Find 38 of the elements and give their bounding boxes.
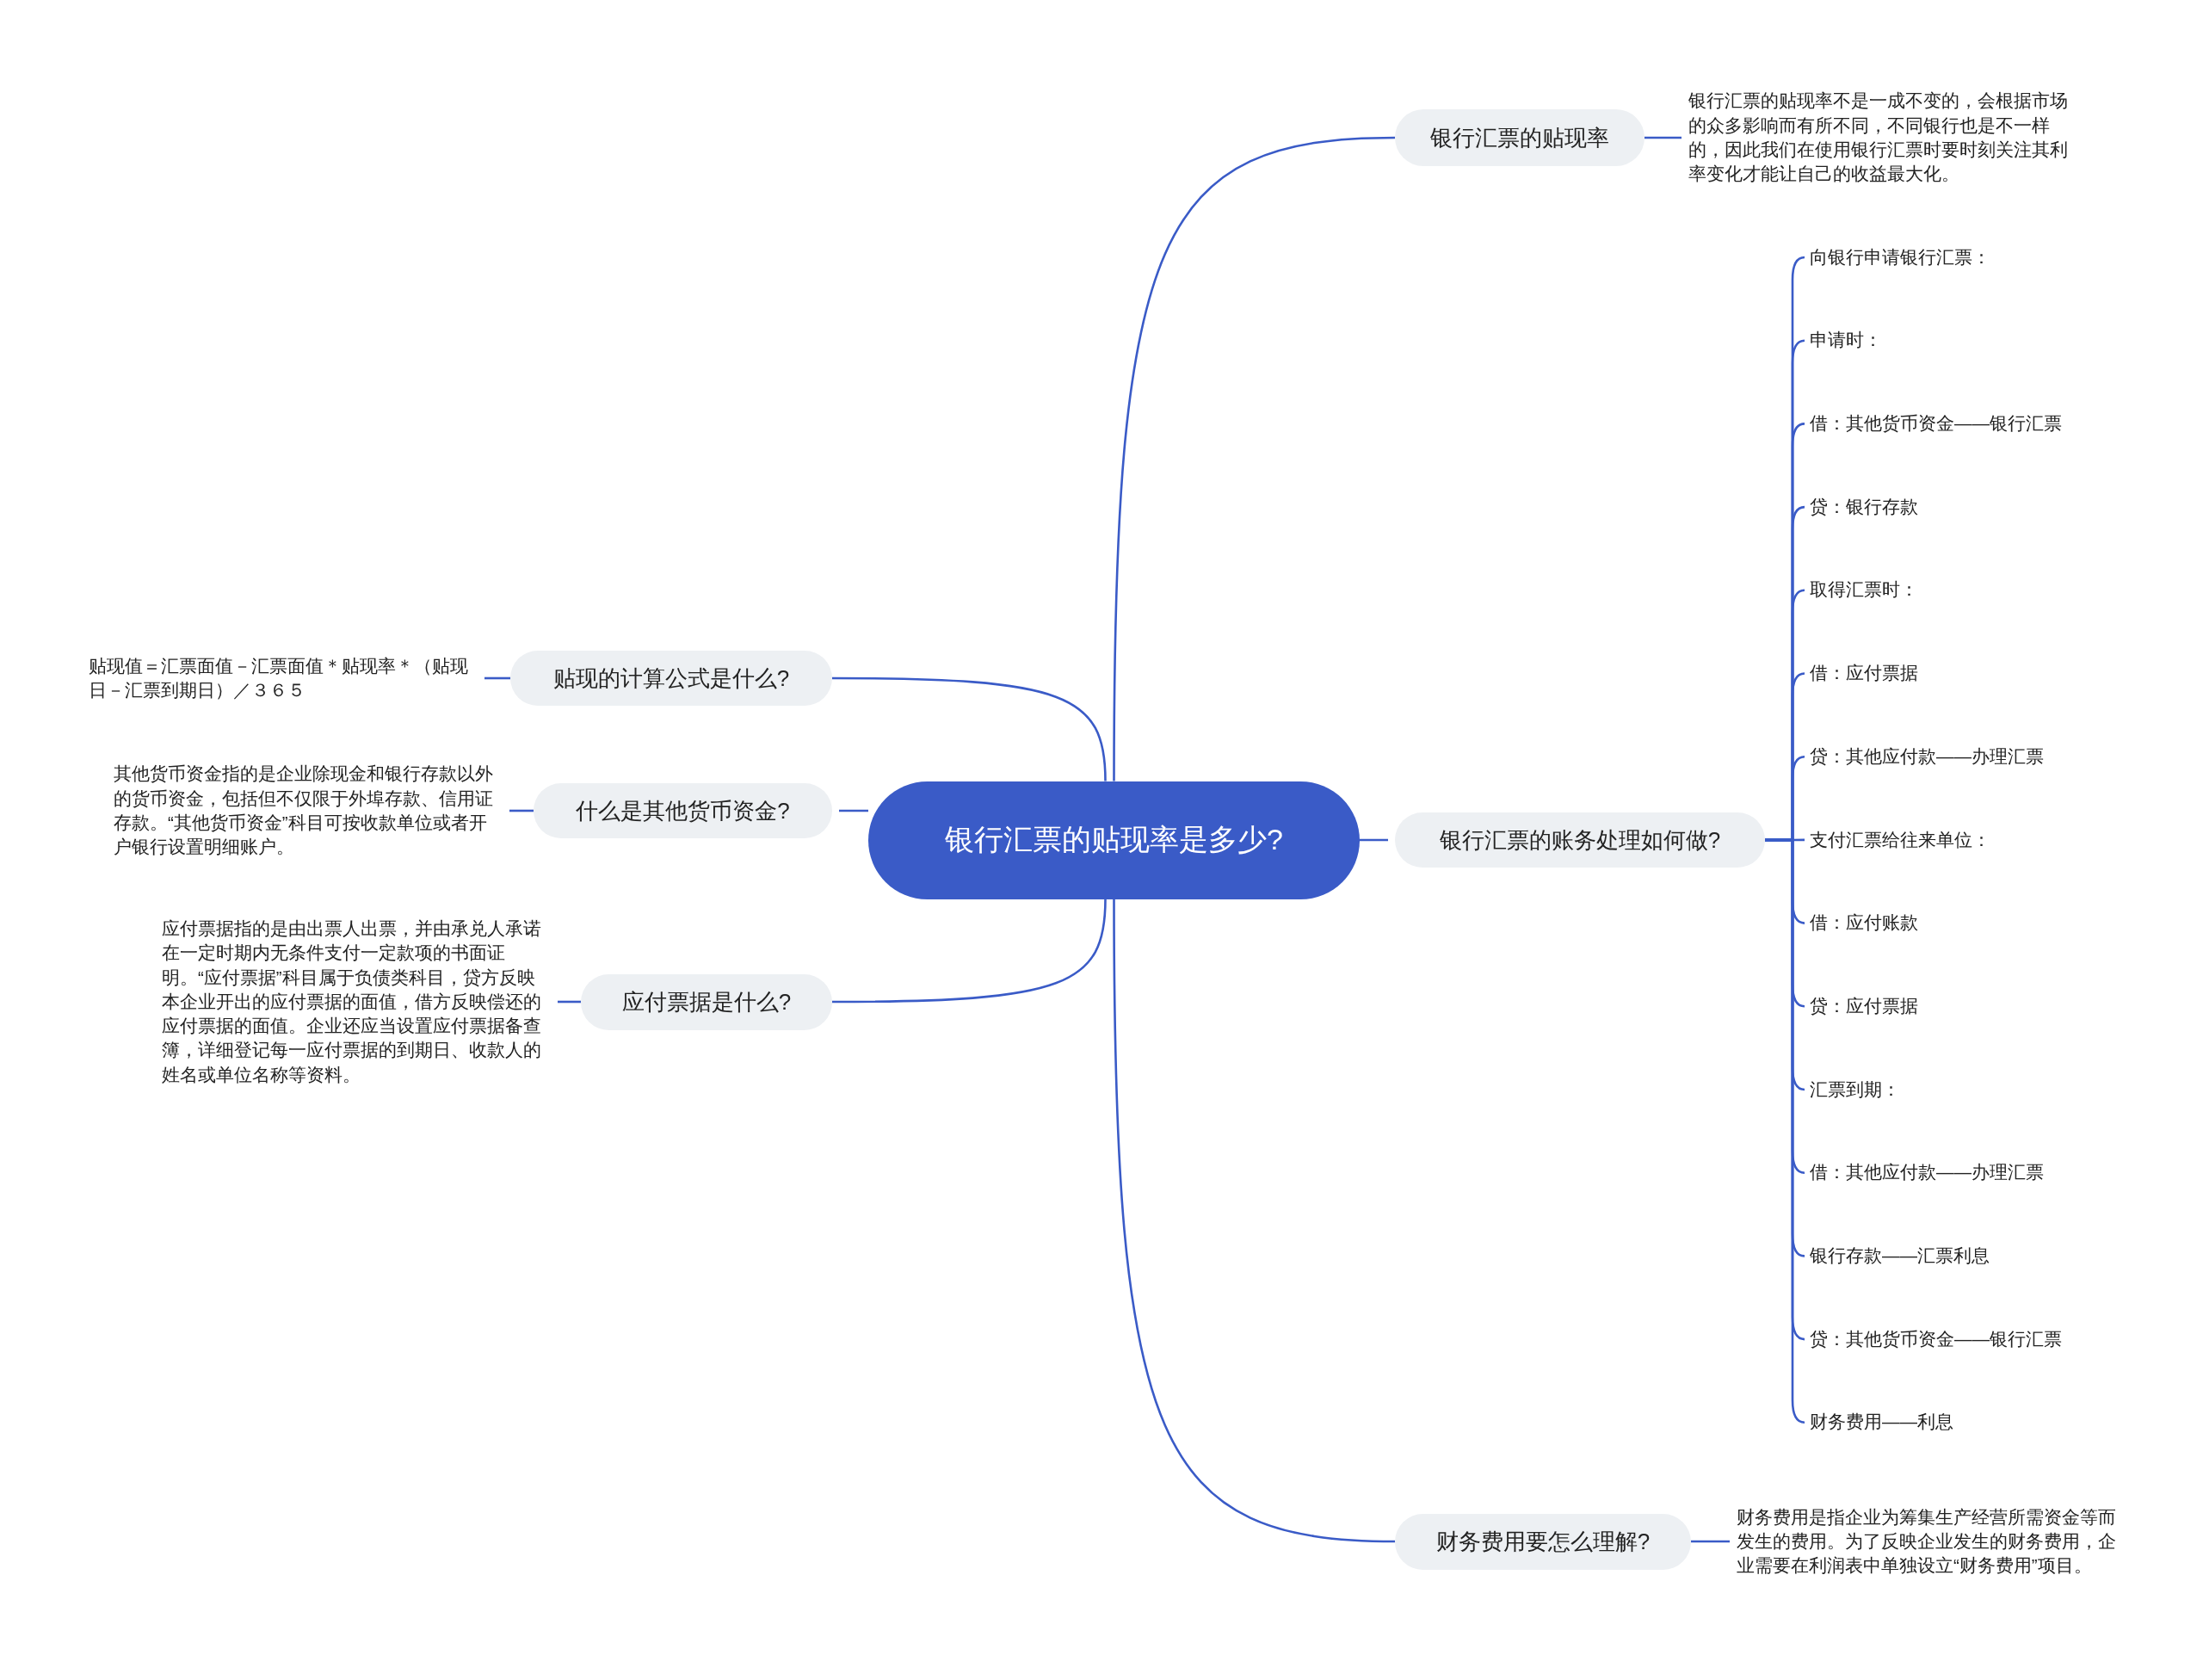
entry-text: 取得汇票时： xyxy=(1810,578,1918,602)
entry-text: 财务费用——利息 xyxy=(1810,1411,1953,1435)
connector-line xyxy=(509,809,534,812)
connector-line xyxy=(1113,136,1396,781)
topic-pill: 什么是其他货币资金? xyxy=(534,783,832,838)
entry-text: 借：其他货币资金——银行汇票 xyxy=(1810,412,2062,435)
entry-text: 银行存款——汇票利息 xyxy=(1810,1245,1990,1268)
topic-pill: 财务费用要怎么理解? xyxy=(1395,1513,1691,1570)
connector-line xyxy=(1691,1540,1730,1543)
entry-text: 申请时： xyxy=(1810,329,1882,352)
topic-pill: 贴现的计算公式是什么? xyxy=(510,651,832,706)
connector-line xyxy=(1360,838,1388,842)
note-text: 银行汇票的贴现率不是一成不变的，会根据市场的众多影响而有所不同，不同银行也是不一样的，因此我们在使用银行汇票时要时刻关注其利率变化才能让自己的收益最大化。 xyxy=(1688,89,2077,187)
topic-pill: 银行汇票的贴现率 xyxy=(1395,109,1645,166)
connector-line xyxy=(839,809,868,812)
connector-line xyxy=(484,676,510,680)
topic-pill: 应付票据是什么? xyxy=(581,973,832,1030)
topic-pill: 银行汇票的账务处理如何做? xyxy=(1395,812,1765,868)
entry-text: 借：其他应付款——办理汇票 xyxy=(1810,1161,2044,1184)
entry-text: 贷：应付票据 xyxy=(1810,994,1918,1018)
central-topic: 银行汇票的贴现率是多少? xyxy=(868,781,1360,899)
entry-text: 支付汇票给往来单位： xyxy=(1810,828,1990,852)
connector-line xyxy=(1645,136,1682,139)
entry-text: 借：应付票据 xyxy=(1810,662,1918,685)
note-text: 应付票据指的是由出票人出票，并由承兑人承诺在一定时期内无条件支付一定款项的书面证明。“应付票据”科目属于负债类科目，贷方反映本企业开出的应付票据的面值，借方反映偿还的应付票据的面值。企业还应当设置应付票据备查簿，详细登记每一应付票据的到期日、收款人的姓名或单位名称等资料。 xyxy=(162,917,551,1087)
note-text: 其他货币资金指的是企业除现金和银行存款以外的货币资金，包括但不仅限于外埠存款、信用证存款。“其他货币资金”科目可按收款单位或者开户银行设置明细账户。 xyxy=(114,762,503,860)
connector-line xyxy=(832,899,1107,1004)
entry-text: 向银行申请银行汇票： xyxy=(1810,245,1990,269)
connector-line xyxy=(558,1000,581,1004)
note-text: 贴现值＝汇票面值－汇票面值＊贴现率＊（贴现日－汇票到期日）／３６５ xyxy=(89,653,478,703)
connector-line xyxy=(832,676,1107,781)
entry-text: 贷：银行存款 xyxy=(1810,495,1918,519)
entry-text: 汇票到期： xyxy=(1810,1078,1900,1102)
connector-line xyxy=(1113,899,1396,1543)
entry-text: 贷：其他应付款——办理汇票 xyxy=(1810,744,2044,769)
note-text: 财务费用是指企业为筹集生产经营所需资金等而发生的费用。为了反映企业发生的财务费用，企业需要在利润表中单独设立“财务费用”项目。 xyxy=(1737,1504,2126,1578)
entry-text: 贷：其他货币资金——银行汇票 xyxy=(1810,1327,2062,1351)
entry-text: 借：应付账款 xyxy=(1810,911,1918,935)
